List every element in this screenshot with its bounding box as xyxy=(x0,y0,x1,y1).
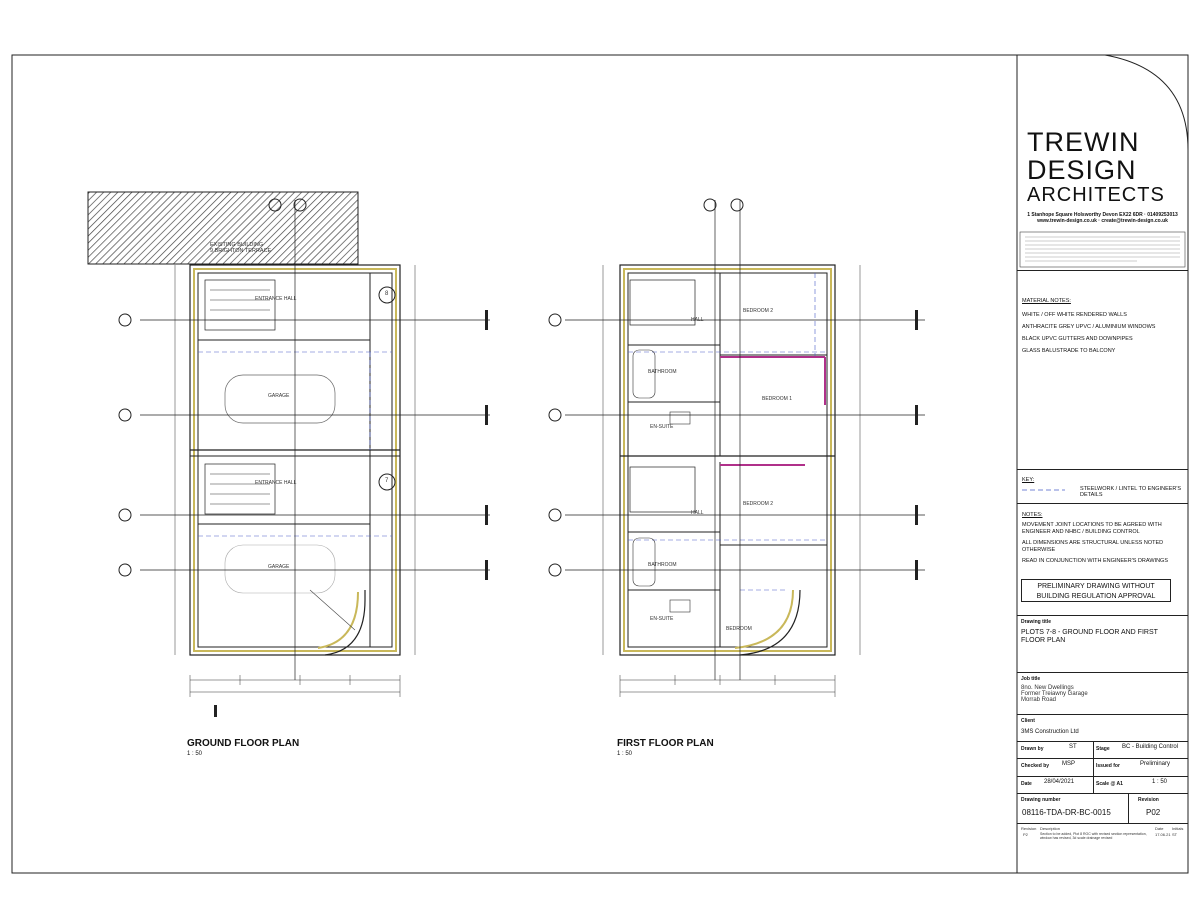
room-label-entrance-hall-8: ENTRANCE HALL xyxy=(255,296,297,302)
steelwork-key-line xyxy=(1022,489,1065,491)
ground-floor-plan xyxy=(87,191,490,717)
practice-address: 1 Stanhope Square Holsworthy Devon EX22 … xyxy=(1027,212,1178,224)
existing-building-hatch xyxy=(87,191,359,265)
note-item: MOVEMENT JOINT LOCATIONS TO BE AGREED WI… xyxy=(1022,522,1162,535)
drawing-title-cell: Drawing title PLOTS 7-8 - GROUND FLOOR A… xyxy=(1017,615,1188,672)
existing-building-label: EXISTING BUILDING 9 BRIGHTON TERRACE xyxy=(210,242,272,254)
note-item: ALL DIMENSIONS ARE STRUCTURAL UNLESS NOT… xyxy=(1022,540,1164,553)
room-label-bathroom-upper: BATHROOM xyxy=(648,369,677,375)
checked-by: MSP xyxy=(1062,761,1076,767)
issue-date: 28/04/2021 xyxy=(1044,779,1075,785)
revision: P02 xyxy=(1146,808,1161,817)
room-label-garage-8: GARAGE xyxy=(268,393,290,399)
material-note-item: BLACK UPVC GUTTERS AND DOWNPIPES xyxy=(1022,336,1133,342)
rev-row-revision: P2 xyxy=(1023,832,1028,837)
key-divider xyxy=(1017,503,1188,504)
room-label-bedroom-2-lower: BEDROOM 2 xyxy=(743,501,774,507)
first-floor-plan-scale: 1 : 50 xyxy=(617,751,633,757)
rev-row-description: Section to be added, Plot 8 ROC with rev… xyxy=(1040,832,1147,840)
rev-header-date: Date xyxy=(1155,826,1164,831)
room-label-bedroom-1: BEDROOM 1 xyxy=(762,396,793,402)
rev-row-date: 17.06.21 xyxy=(1155,832,1171,837)
first-floor-plan-title: FIRST FLOOR PLAN xyxy=(617,738,714,749)
steelwork-key-label: STEELWORK / LINTEL TO ENGINEER'S DETAILS xyxy=(1080,486,1182,498)
ground-floor-plan-title: GROUND FLOOR PLAN xyxy=(187,738,300,749)
room-label-en-suite-upper: EN-SUITE xyxy=(650,424,674,430)
drawn-by: ST xyxy=(1069,744,1077,750)
material-note-item: GLASS BALUSTRADE TO BALCONY xyxy=(1022,348,1116,354)
job-title-cell: Job title 8no. New Dwellings Former Trei… xyxy=(1017,672,1188,714)
notes-heading: NOTES: xyxy=(1022,512,1043,518)
plot-number-7: 7 xyxy=(385,478,389,484)
key-heading: KEY: xyxy=(1022,477,1035,483)
client-cell: Client 3MS Construction Ltd xyxy=(1017,714,1188,741)
drawing-scale: 1 : 50 xyxy=(1152,779,1168,785)
rev-row-initials: ST xyxy=(1172,832,1178,837)
room-label-entrance-hall-7: ENTRANCE HALL xyxy=(255,480,297,486)
room-label-en-suite-lower: EN-SUITE xyxy=(650,616,674,622)
material-notes-heading: MATERIAL NOTES: xyxy=(1022,298,1071,304)
room-label-hall-upper: HALL xyxy=(691,317,704,323)
stage: BC - Building Control xyxy=(1122,744,1179,750)
drawing-title: PLOTS 7-8 - GROUND FLOOR AND FIRST FLOOR… xyxy=(1021,629,1158,644)
first-floor-plan xyxy=(548,198,925,697)
room-label-hall-lower: HALL xyxy=(691,510,704,516)
material-note-item: ANTHRACITE GREY UPVC / ALUMINIUM WINDOWS xyxy=(1022,324,1156,330)
ground-floor-plan-scale: 1 : 50 xyxy=(187,751,203,757)
job-title: 8no. New Dwellings Former Treiawny Garag… xyxy=(1021,685,1088,703)
rev-header-description: Description xyxy=(1040,826,1061,831)
material-notes-panel: MATERIAL NOTES: WHITE / OFF WHITE RENDER… xyxy=(1017,270,1188,470)
rev-header-revision: Revision xyxy=(1021,826,1037,831)
client-name: 3MS Construction Ltd xyxy=(1021,729,1079,735)
plot-number-8: 8 xyxy=(385,291,389,297)
drawing-number: 08116-TDA-DR-BC-0015 xyxy=(1022,808,1111,817)
issued-for: Preliminary xyxy=(1140,761,1171,767)
room-label-bedroom-2-upper: BEDROOM 2 xyxy=(743,308,774,314)
note-item: READ IN CONJUNCTION WITH ENGINEER'S DRAW… xyxy=(1022,558,1168,564)
room-label-garage-7: GARAGE xyxy=(268,564,290,570)
preliminary-stamp: PRELIMINARY DRAWING WITHOUT BUILDING REG… xyxy=(1021,579,1171,602)
rev-header-initials: Initials xyxy=(1172,826,1184,831)
room-label-bathroom-lower: BATHROOM xyxy=(648,562,677,568)
practice-logo: TREWIN DESIGN ARCHITECTS xyxy=(1027,127,1165,206)
material-note-item: WHITE / OFF WHITE RENDERED WALLS xyxy=(1022,312,1127,318)
disclaimer-block xyxy=(1019,231,1186,268)
room-label-bedroom-lower: BEDROOM xyxy=(726,626,752,632)
